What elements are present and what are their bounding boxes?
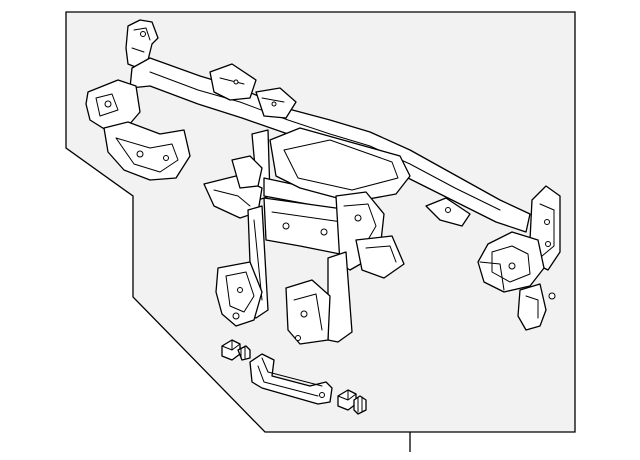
instrument-panel-reinforcement-beam bbox=[85, 19, 561, 345]
reinforcement-brace bbox=[249, 353, 333, 405]
mounting-bolt-upper bbox=[221, 339, 251, 361]
mounting-bolt-lower bbox=[337, 389, 367, 415]
